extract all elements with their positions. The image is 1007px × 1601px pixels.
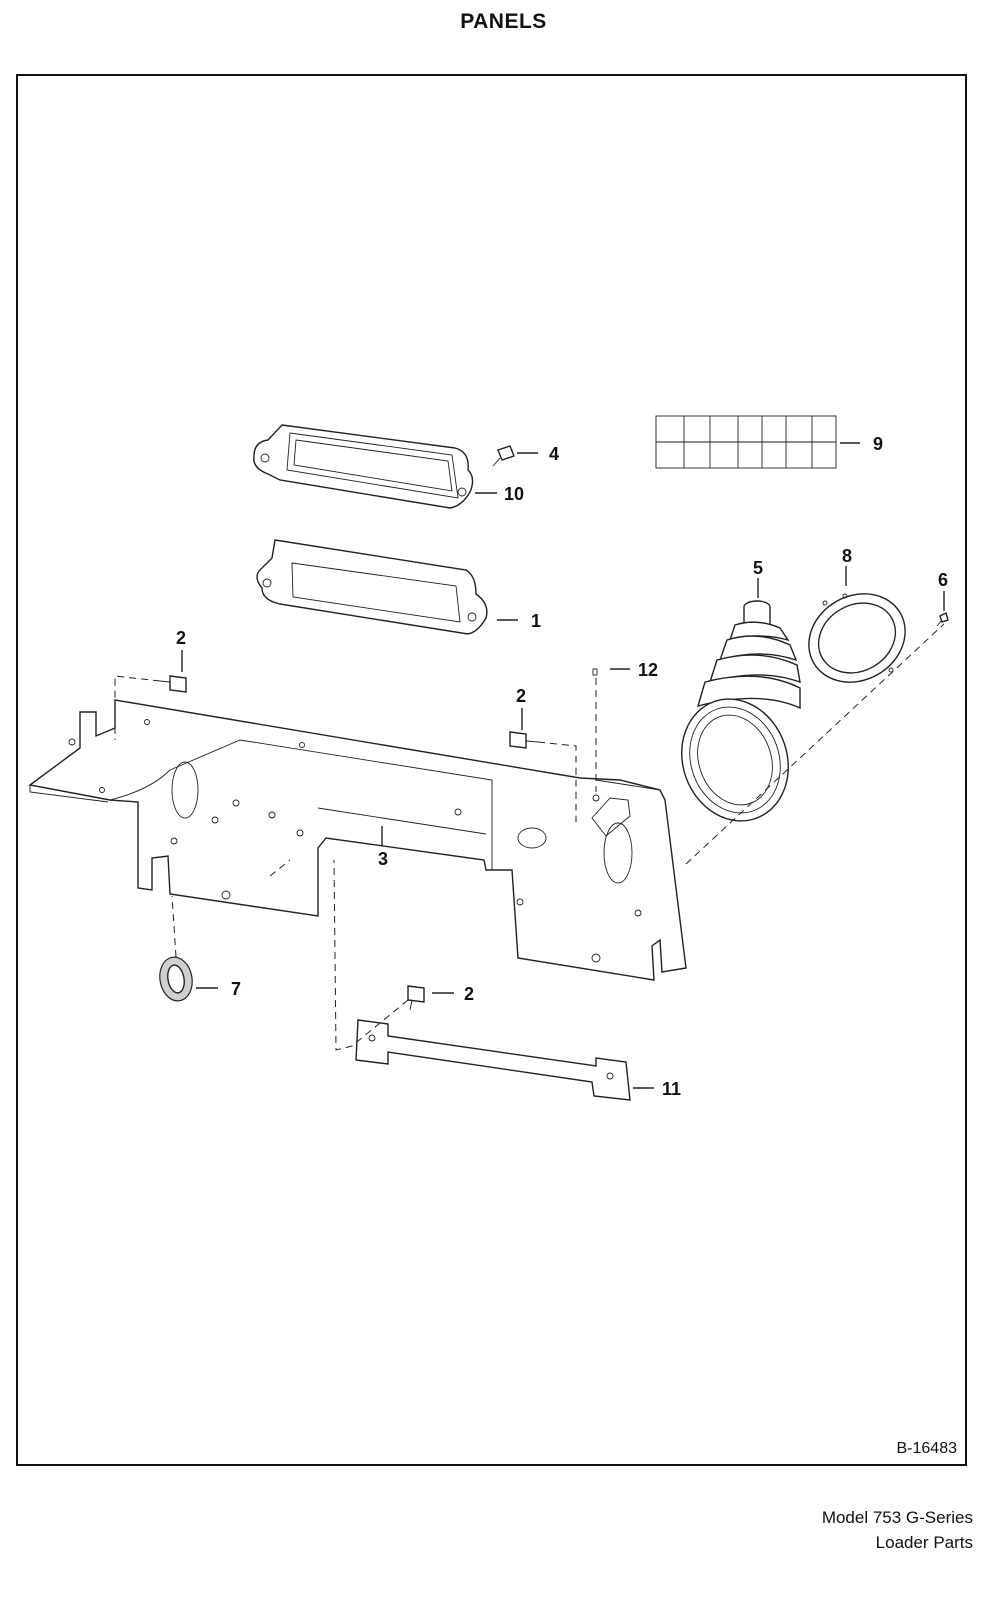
callout-3: 3 [378, 849, 388, 869]
bar-part-11 [355, 1019, 631, 1101]
page-title: PANELS [460, 10, 547, 33]
page-footer: Model 753 G-Series Loader Parts [822, 1505, 973, 1555]
grommet-part-7 [159, 956, 193, 1002]
footer-model: Model 753 G-Series [821, 1508, 973, 1527]
callout-11: 11 [662, 1079, 681, 1099]
callout-2-b: 2 [516, 686, 526, 706]
drawing-number: B-16483 [896, 1440, 958, 1457]
ring-part-8 [808, 593, 906, 683]
screw-part-2-b [509, 731, 539, 749]
callout-10: 10 [504, 484, 524, 504]
callout-7: 7 [231, 979, 241, 999]
callout-6: 6 [938, 570, 948, 590]
footer-book: Loader Parts [875, 1533, 973, 1552]
pin-part-12 [592, 668, 598, 676]
boot-part-5 [681, 600, 801, 822]
alignment-lines [114, 623, 945, 1051]
gasket-part-1 [256, 539, 488, 635]
gasket-frame-part-10 [253, 424, 474, 509]
callout-4: 4 [549, 444, 559, 464]
decal-part-9 [655, 415, 837, 469]
callout-2-c: 2 [464, 984, 474, 1004]
callout-2-a: 2 [176, 628, 186, 648]
screw-part-2-c [407, 985, 425, 1011]
callout-12: 12 [638, 660, 658, 680]
leader-lines [181, 442, 945, 1089]
callout-5: 5 [753, 558, 763, 578]
diagram-frame [16, 74, 967, 1466]
callout-8: 8 [842, 546, 852, 566]
panel-part-3 [28, 699, 687, 981]
screw-part-4 [492, 445, 515, 467]
callout-1: 1 [531, 611, 541, 631]
screw-part-6 [936, 611, 949, 627]
callout-9: 9 [873, 434, 883, 454]
screw-part-2-a [159, 675, 187, 693]
